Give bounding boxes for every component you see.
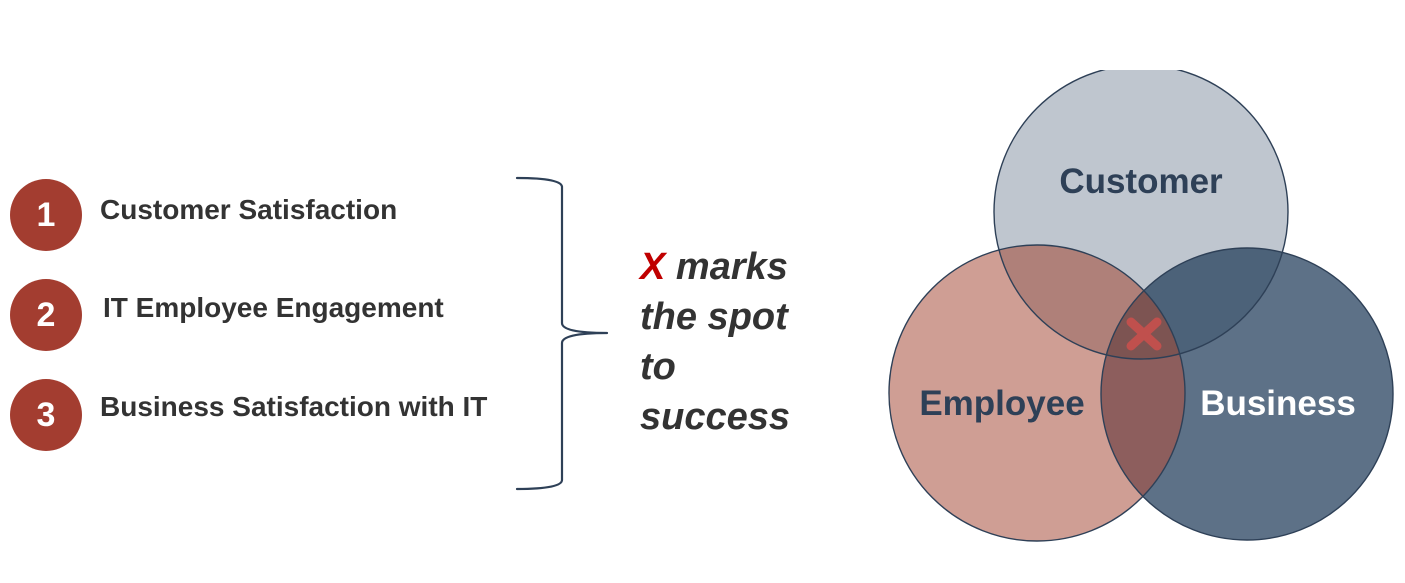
customer-circle-outline [993,70,1289,360]
curly-brace [515,176,609,491]
employee-label: Employee [919,384,1084,423]
tagline-line-4: success [640,396,791,438]
venn-diagram: Customer Employee Business [888,70,1394,542]
customer-employee-overlap [994,245,1185,359]
x-marker-icon [1126,317,1162,351]
list-item-2: 2 [10,278,82,352]
tagline-line-1: X marks [640,242,790,292]
number-badge-2: 2 [10,279,82,351]
item-label-it-employee-engagement: IT Employee Engagement [103,292,444,323]
number-badge-1: 1 [10,179,82,251]
employee-circle-outline [888,244,1186,542]
tagline: X marks the spot to success [640,242,790,442]
tagline-marks: marks [665,246,788,288]
customer-label: Customer [1059,162,1223,201]
x-letter: X [640,246,666,288]
item-label-business-satisfaction: Business Satisfaction with IT [100,391,488,422]
tagline-line-3: to [640,346,676,388]
list-item-3: 3 [10,378,82,452]
business-circle-outline [1100,247,1394,541]
number-badge-3: 3 [10,379,82,451]
list-item-1: 1 [10,178,82,252]
customer-business-overlap [1101,248,1288,359]
item-label-customer-satisfaction: Customer Satisfaction [100,194,398,225]
tagline-line-2: the spot [640,296,788,338]
business-label: Business [1200,384,1356,423]
